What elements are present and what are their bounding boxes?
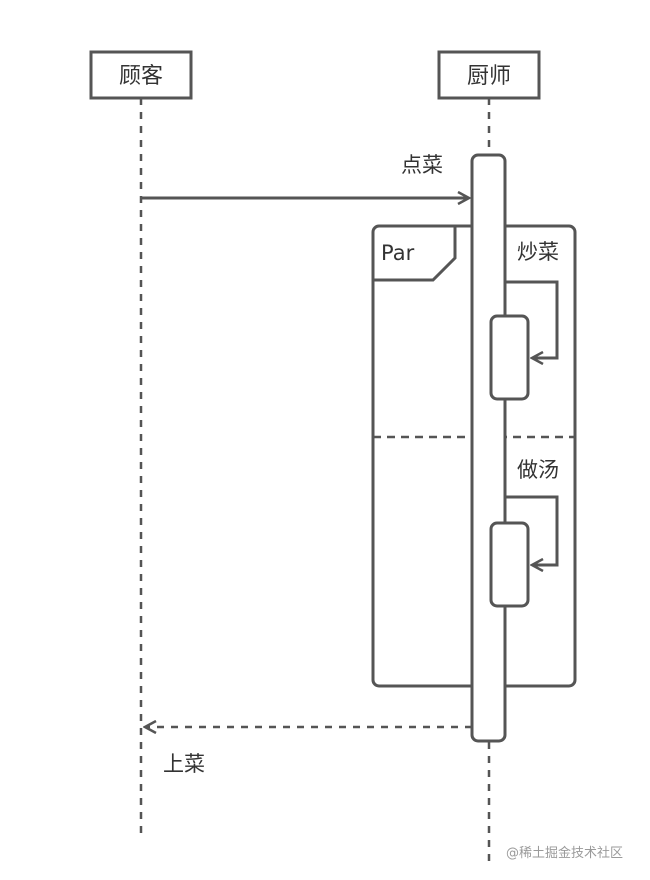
watermark: @稀土掘金技术社区	[506, 845, 623, 861]
soup-activation	[489, 521, 530, 608]
stir-fry-label: 炒菜	[517, 240, 559, 264]
par-fragment-tab	[373, 226, 457, 282]
stir-fry-self-message	[505, 280, 559, 358]
customer-participant: 顾客	[89, 50, 193, 100]
stir-fry-activation	[489, 314, 530, 401]
serve-message-label: 上菜	[163, 752, 205, 776]
customer-label: 顾客	[119, 64, 163, 89]
chef-participant: 厨师	[437, 50, 541, 100]
chef-label: 厨师	[467, 64, 511, 89]
par-operator-label: Par	[381, 241, 415, 265]
soup-label: 做汤	[517, 458, 559, 482]
soup-self-message	[505, 495, 559, 565]
chef-activation-bar	[470, 153, 507, 743]
order-message-label: 点菜	[401, 153, 443, 177]
